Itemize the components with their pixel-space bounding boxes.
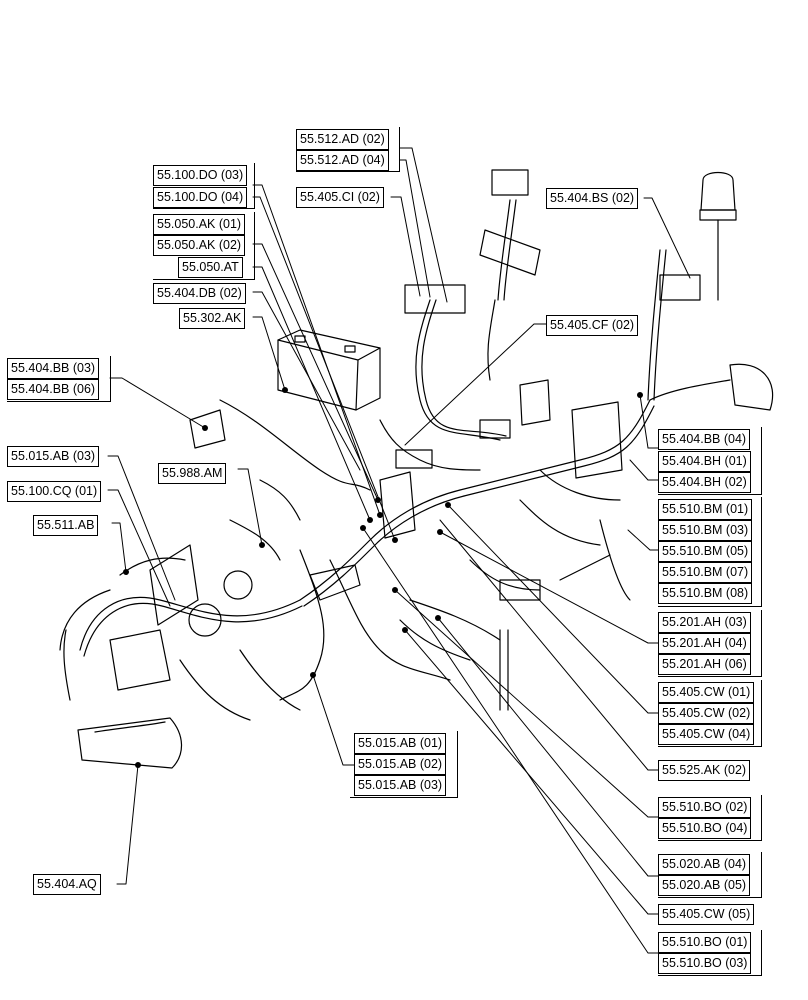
callout-55-510-bm-05[interactable]: 55.510.BM (05) xyxy=(658,541,753,562)
callout-55-404-bs-02[interactable]: 55.404.BS (02) xyxy=(546,188,639,209)
callout-55-525-ak-02[interactable]: 55.525.AK (02) xyxy=(658,760,751,781)
callout-55-405-cw-05[interactable]: 55.405.CW (05) xyxy=(658,904,755,925)
callout-55-050-ak-01[interactable]: 55.050.AK (01) xyxy=(153,214,246,235)
callout-55-050-ak-02[interactable]: 55.050.AK (02) xyxy=(153,235,246,256)
callout-55-988-am[interactable]: 55.988.AM xyxy=(158,463,227,484)
callout-55-015-ab-02[interactable]: 55.015.AB (02) xyxy=(354,754,447,775)
callout-55-510-bo-02[interactable]: 55.510.BO (02) xyxy=(658,797,752,818)
callout-55-015-ab-03-left[interactable]: 55.015.AB (03) xyxy=(7,446,100,467)
callout-55-510-bm-01[interactable]: 55.510.BM (01) xyxy=(658,499,753,520)
callout-55-020-ab-05[interactable]: 55.020.AB (05) xyxy=(658,875,751,896)
callout-55-510-bo-03[interactable]: 55.510.BO (03) xyxy=(658,953,752,974)
callout-55-510-bm-03[interactable]: 55.510.BM (03) xyxy=(658,520,753,541)
callout-55-302-ak[interactable]: 55.302.AK xyxy=(179,308,246,329)
callout-55-404-bb-03[interactable]: 55.404.BB (03) xyxy=(7,358,100,379)
callout-55-510-bo-01[interactable]: 55.510.BO (01) xyxy=(658,932,752,953)
callout-55-100-do-03[interactable]: 55.100.DO (03) xyxy=(153,165,248,186)
callout-55-510-bm-08[interactable]: 55.510.BM (08) xyxy=(658,583,753,604)
callout-55-510-bm-07[interactable]: 55.510.BM (07) xyxy=(658,562,753,583)
callout-55-404-bb-04[interactable]: 55.404.BB (04) xyxy=(658,429,751,450)
callout-55-404-bh-02[interactable]: 55.404.BH (02) xyxy=(658,472,751,493)
callout-55-100-do-04[interactable]: 55.100.DO (04) xyxy=(153,187,248,208)
callout-55-405-ci-02[interactable]: 55.405.CI (02) xyxy=(296,187,384,208)
callout-55-201-ah-06[interactable]: 55.201.AH (06) xyxy=(658,654,751,675)
callout-55-404-db-02[interactable]: 55.404.DB (02) xyxy=(153,283,246,304)
callout-55-050-at[interactable]: 55.050.AT xyxy=(178,257,243,278)
callout-55-020-ab-04[interactable]: 55.020.AB (04) xyxy=(658,854,751,875)
leader-dots xyxy=(123,387,643,768)
callout-55-015-ab-03[interactable]: 55.015.AB (03) xyxy=(354,775,447,796)
callout-55-015-ab-01[interactable]: 55.015.AB (01) xyxy=(354,733,447,754)
callout-55-511-ab[interactable]: 55.511.AB xyxy=(33,515,99,536)
harness-cables xyxy=(59,199,731,721)
callout-55-404-bb-06[interactable]: 55.404.BB (06) xyxy=(7,379,100,400)
callout-55-404-aq[interactable]: 55.404.AQ xyxy=(33,874,101,895)
callout-55-404-bh-01[interactable]: 55.404.BH (01) xyxy=(658,451,751,472)
leader-lines xyxy=(107,147,691,954)
callout-55-201-ah-03[interactable]: 55.201.AH (03) xyxy=(658,612,751,633)
callout-55-405-cw-01[interactable]: 55.405.CW (01) xyxy=(658,682,755,703)
callout-55-201-ah-04[interactable]: 55.201.AH (04) xyxy=(658,633,751,654)
callout-55-405-cw-02[interactable]: 55.405.CW (02) xyxy=(658,703,755,724)
callout-55-512-ad-04[interactable]: 55.512.AD (04) xyxy=(296,150,389,171)
callout-55-405-cf-02[interactable]: 55.405.CF (02) xyxy=(546,315,639,336)
components xyxy=(77,169,774,769)
callout-55-510-bo-04[interactable]: 55.510.BO (04) xyxy=(658,818,752,839)
callout-55-405-cw-04[interactable]: 55.405.CW (04) xyxy=(658,724,755,745)
callout-55-100-cq-01[interactable]: 55.100.CQ (01) xyxy=(7,481,102,502)
callout-55-512-ad-02[interactable]: 55.512.AD (02) xyxy=(296,129,389,150)
